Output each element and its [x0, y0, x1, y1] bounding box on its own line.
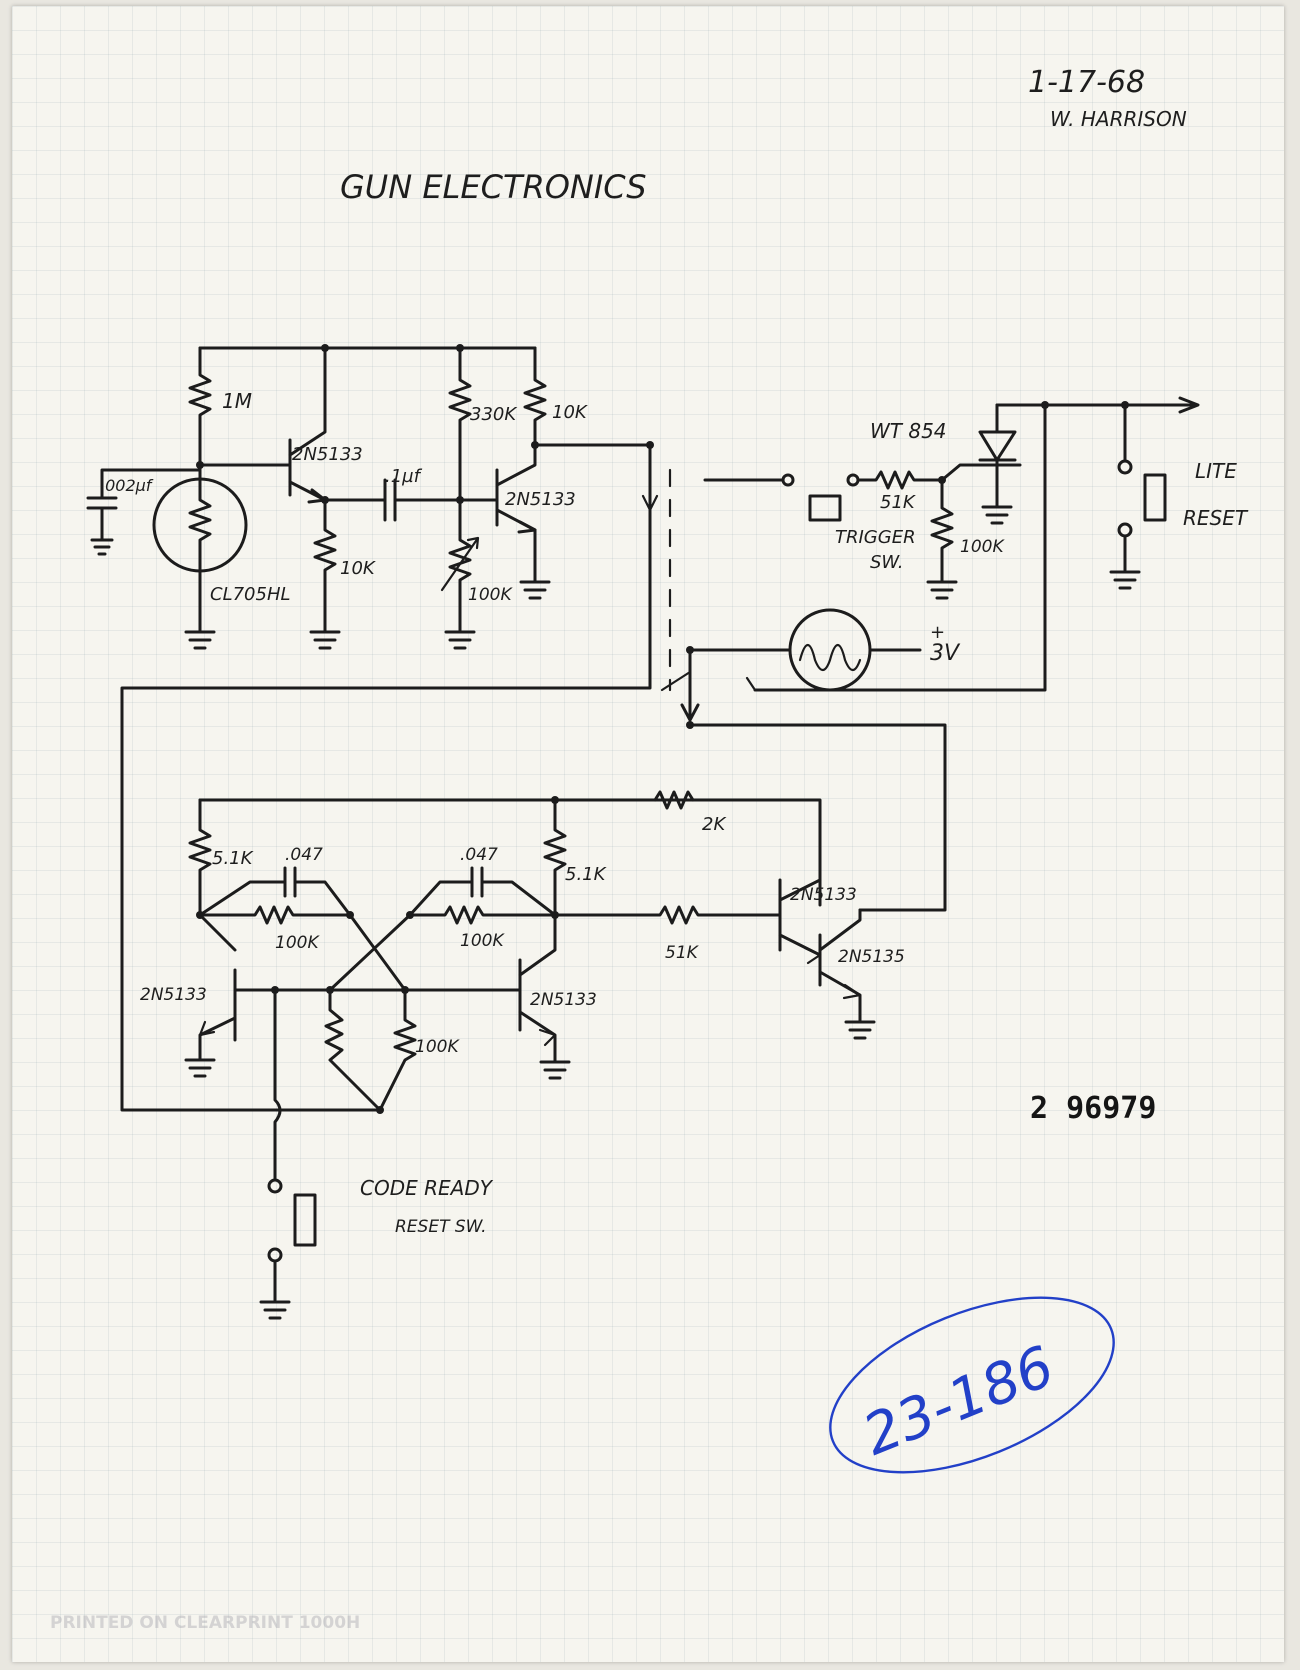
resistor-100k-bottom-right	[378, 988, 417, 1112]
lamp	[788, 608, 872, 692]
resistor-1m	[188, 346, 212, 467]
label-51k-trig: 51K	[880, 492, 916, 513]
label-5-1k-left: 5.1K	[212, 848, 254, 869]
label-100k-right: 100K	[460, 931, 505, 951]
label-q-drv1: 2N5133	[790, 885, 857, 905]
label-lite: LITE	[1195, 459, 1237, 483]
dashed-link	[660, 468, 700, 729]
diode-wt854	[978, 430, 1017, 462]
plus-sign: +	[930, 622, 945, 643]
resistor-100k-trig	[930, 478, 954, 582]
label-q1: 2N5133	[292, 444, 363, 465]
stamp-number: 2 96979	[1030, 1091, 1156, 1126]
resistor-100k-pot	[448, 498, 472, 630]
label-cl705hl: CL705HL	[210, 584, 291, 605]
label-q-right: 2N5133	[530, 990, 597, 1010]
label-q-drv2: 2N5135	[838, 947, 905, 967]
lite-reset-switch	[1143, 473, 1167, 522]
label-q-left: 2N5133	[140, 985, 207, 1005]
footer-watermark: PRINTED ON CLEARPRINT 1000H	[50, 1613, 360, 1633]
trigger-switch	[808, 494, 842, 522]
label-100k-pot: 100K	[468, 585, 513, 605]
label-wt854: WT 854	[870, 419, 947, 443]
sheet-title: GUN ELECTRONICS	[340, 168, 647, 206]
author-text: W. HARRISON	[1050, 107, 1187, 131]
label-1m: 1M	[222, 389, 252, 413]
label-330k: 330K	[470, 404, 517, 425]
label-10k-a: 10K	[340, 558, 376, 579]
resistor-5-1k-right	[543, 798, 567, 917]
trigger-section: TRIGGER SW. 51K 100K WT 854 LITE RESET	[688, 396, 1249, 912]
label-reset-sw: RESET SW.	[395, 1217, 487, 1237]
label-trigger: TRIGGER	[835, 527, 916, 548]
photocell-resistor	[188, 463, 212, 627]
blue-number: 23-186	[855, 1334, 1063, 1469]
label-3v: 3V	[930, 641, 961, 666]
label-reset: RESET	[1183, 506, 1249, 530]
label-2k: 2K	[702, 814, 726, 835]
label-100k-bottom: 100K	[415, 1037, 460, 1057]
label-code-ready: CODE READY	[360, 1176, 494, 1200]
label-10k-b: 10K	[552, 402, 588, 423]
label-51k-base: 51K	[665, 943, 700, 963]
graph-paper-sheet	[12, 6, 1284, 1662]
label-100k-trig: 100K	[960, 537, 1005, 557]
label-5-1k-right: 5.1K	[565, 864, 607, 885]
label-q2: 2N5133	[505, 489, 576, 510]
label-1uf: .1µf	[385, 466, 423, 487]
code-ready-switch	[293, 1193, 317, 1247]
label-047-right: .047	[460, 845, 498, 865]
resistor-330k	[448, 346, 472, 502]
label-047-left: .047	[285, 845, 323, 865]
resistor-10k-a	[313, 498, 337, 632]
resistor-5-1k-left	[188, 798, 212, 917]
blue-annotation: 23-186	[829, 1296, 1115, 1474]
flipflop-section: 2K 5.1K 5.1K .047 100K .047 100K 2N5133	[140, 790, 905, 1320]
resistor-100k-bottom-left	[324, 988, 382, 1112]
label-trigger-sw: SW.	[870, 552, 903, 573]
date-text: 1-17-68	[1028, 65, 1145, 100]
resistor-10k-b	[523, 346, 547, 447]
label-100k-left: 100K	[275, 933, 320, 953]
label-002uf: .002µf	[100, 476, 154, 495]
amplifier-section: 1M CL705HL .002µf 2N5133 10K .1µf 330K	[86, 344, 659, 1112]
